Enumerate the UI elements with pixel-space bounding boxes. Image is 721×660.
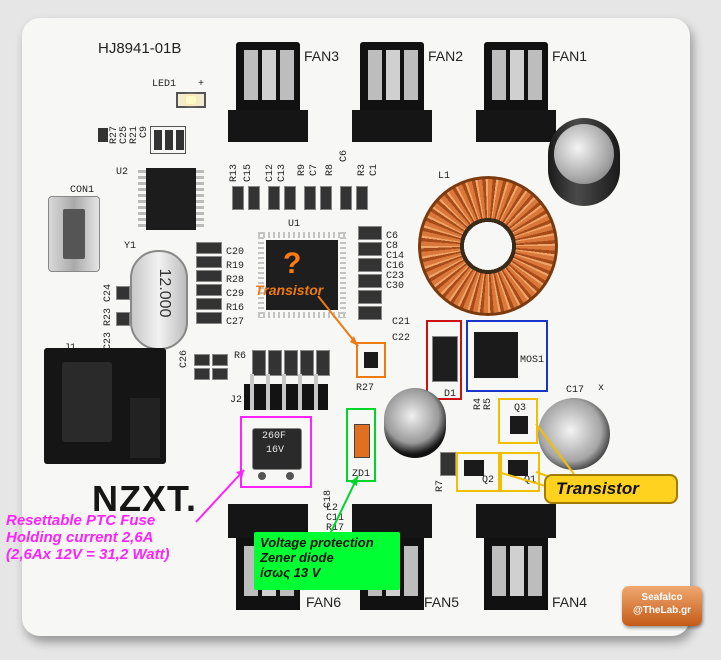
q3-label: Q3 — [514, 403, 527, 414]
j2-label: J2 — [230, 395, 243, 406]
fuse-annotation: Resettable PTC Fuse Holding current 2,6A… — [6, 512, 170, 563]
u1-label: U1 — [288, 219, 301, 230]
resistor-array — [250, 348, 338, 378]
capacitor-top-right — [548, 118, 620, 206]
smd-group — [192, 352, 232, 380]
zener-annotation-line-3: ίσως 13 V — [260, 565, 321, 580]
u2-pins-right — [196, 170, 204, 228]
c17-label: C17 — [566, 385, 585, 396]
l1-toroid-inductor — [418, 176, 558, 316]
r27-label: R27 — [356, 383, 375, 394]
silk-cap-0: C6 — [386, 231, 399, 242]
smd-pad — [98, 128, 108, 142]
zener-annotation-line-1: Voltage protection — [260, 535, 374, 550]
fan1-label: FAN1 — [552, 48, 588, 64]
silk-cap-3: C16 — [386, 261, 405, 272]
silk-bottom-2: C11 — [326, 513, 345, 524]
x-mark: x — [598, 383, 605, 394]
fuse-annotation-line-3: (2,6Ax 12V = 31,2 Watt) — [6, 546, 170, 563]
led-label: LED1 — [152, 79, 177, 90]
mos1-label: MOS1 — [520, 355, 545, 366]
silk-cap-5: C30 — [386, 281, 405, 292]
question-mark: ? — [283, 247, 302, 280]
crystal-y1 — [130, 250, 188, 350]
fan3-label: FAN3 — [304, 48, 340, 64]
silk-bottom-3: R17 — [326, 523, 345, 534]
transistor-highlight-box — [356, 342, 386, 378]
zd1-label: ZD1 — [352, 469, 371, 480]
smd-pad — [440, 452, 456, 476]
silk-cap-1: C8 — [386, 241, 399, 252]
watermark-badge: Seafalco @TheLab.gr — [622, 586, 702, 626]
board-model-label: HJ8941-01B — [98, 40, 182, 57]
zener-highlight-box — [346, 408, 376, 482]
led-component — [176, 92, 206, 108]
u1-chip — [266, 240, 338, 310]
arrow-zener — [329, 475, 359, 535]
zener-annotation: Voltage protection Zener diode ίσως 13 V — [254, 532, 400, 590]
fan4-label: FAN4 — [552, 594, 588, 610]
silk-rc-4: R16 — [226, 303, 245, 314]
fan2-label: FAN2 — [428, 48, 464, 64]
capacitor-middle — [384, 388, 446, 458]
power-connector-j1 — [44, 348, 166, 464]
smd-group — [150, 126, 186, 154]
q3-highlight-box — [498, 398, 538, 444]
mos1-highlight-box — [466, 320, 548, 392]
fan6-label: FAN6 — [306, 594, 342, 610]
top-smd-row — [226, 184, 376, 214]
con1-label: CON1 — [70, 185, 95, 196]
silk-cap-4: C23 — [386, 271, 405, 282]
y1-label: Y1 — [124, 241, 137, 252]
fuse-voltage: 16V — [266, 445, 285, 456]
pin-header-j2 — [244, 374, 328, 410]
watermark-line-2: @TheLab.gr — [632, 605, 692, 616]
silk-rc-3: C29 — [226, 289, 245, 300]
silk-cap-2: C14 — [386, 251, 405, 262]
silk-bottom-1: L2 — [326, 503, 339, 514]
usb-connector — [48, 196, 100, 272]
fuse-annotation-line-2: Holding current 2,6A — [6, 529, 154, 546]
fuse-highlight-box — [240, 416, 312, 488]
watermark-line-1: Seafalco — [641, 592, 683, 603]
capacitor-c17 — [538, 398, 610, 470]
cap-column-pads — [356, 224, 382, 320]
q2-label: Q2 — [482, 475, 495, 486]
d1-label: D1 — [444, 389, 457, 400]
silk-rc-1: R19 — [226, 261, 245, 272]
nzxt-brand-logo: NZXT. — [92, 478, 198, 519]
transistor-label-pill: Transistor — [544, 474, 678, 504]
fuse-annotation-line-1: Resettable PTC Fuse — [6, 512, 156, 529]
silk-c22: C22 — [392, 333, 411, 344]
arrow-q3 — [535, 423, 575, 475]
transistor-label-small: Transistor — [255, 282, 324, 298]
silk-c21: C21 — [392, 317, 411, 328]
silk-rc-0: C20 — [226, 247, 245, 258]
u2-label: U2 — [116, 167, 129, 178]
led-plus-label: + — [198, 79, 205, 90]
rc-column-pads — [194, 240, 222, 330]
silk-rc-2: R28 — [226, 275, 245, 286]
smd-pad — [116, 312, 130, 326]
silk-r6: R6 — [234, 351, 247, 362]
arrow-fuse — [195, 469, 245, 523]
u2-pins-left — [138, 170, 146, 228]
l1-label: L1 — [438, 171, 451, 182]
u2-chip — [146, 168, 196, 230]
fan5-label: FAN5 — [424, 594, 460, 610]
smd-pad — [116, 286, 130, 300]
zener-annotation-line-2: Zener diode — [260, 550, 334, 565]
silk-rc-5: C27 — [226, 317, 245, 328]
arrow-transistor-small — [317, 295, 359, 347]
fuse-code: 260F — [262, 431, 287, 442]
d1-highlight-box — [426, 320, 462, 400]
